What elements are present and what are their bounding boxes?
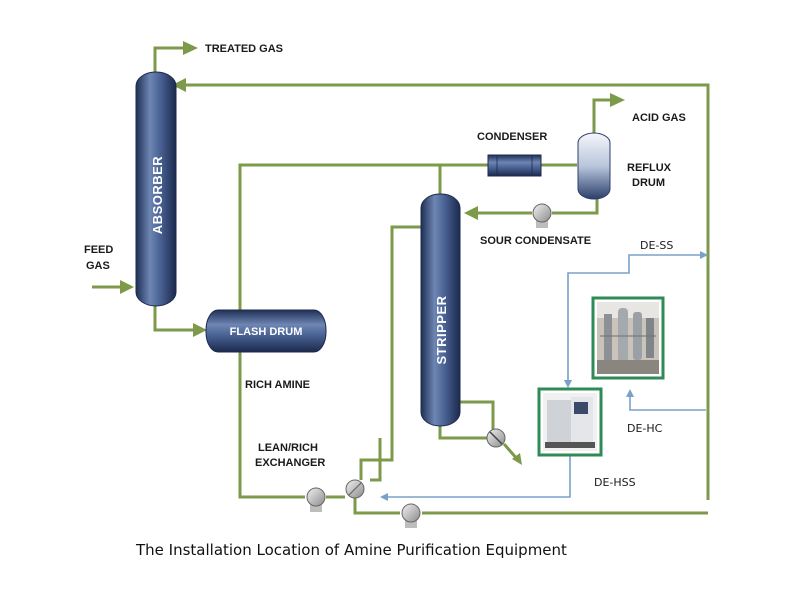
condenser [487,154,542,177]
diagram-caption: The Installation Location of Amine Purif… [135,541,567,559]
drum-label: DRUM [632,177,665,189]
condenser-label: CONDENSER [477,131,547,143]
reflux-pump [532,203,552,228]
lean-rich-exchanger [345,479,365,499]
reflux-label: REFLUX [627,162,672,174]
process-piping [92,41,710,515]
lean-rich-label: LEAN/RICH [258,442,318,454]
rich-amine-pump [306,487,326,512]
gas-label: GAS [86,260,110,272]
purification-lines [380,251,708,501]
acid-gas-label: ACID GAS [632,112,686,124]
de-ss-label: DE-SS [640,239,673,252]
de-hc-label: DE-HC [627,422,663,435]
stripper-column: STRIPPER [420,193,461,427]
de-hss-label: DE-HSS [594,476,636,489]
reboiler [486,428,506,448]
lean-amine-pump [401,503,421,528]
de-ss-unit [591,296,665,380]
feed-label: FEED [84,244,113,256]
treated-gas-label: TREATED GAS [205,43,283,55]
stripper-label: STRIPPER [434,295,449,364]
absorber-column: ABSORBER [135,71,177,307]
sour-condensate-label: SOUR CONDENSATE [480,235,591,247]
rich-amine-label: RICH AMINE [245,379,310,391]
flash-drum: FLASH DRUM [205,309,327,353]
de-hss-unit [537,387,603,457]
exchanger-label: EXCHANGER [255,457,325,469]
absorber-label: ABSORBER [150,156,165,235]
flash-drum-label: FLASH DRUM [230,326,303,338]
reflux-drum [577,132,611,200]
